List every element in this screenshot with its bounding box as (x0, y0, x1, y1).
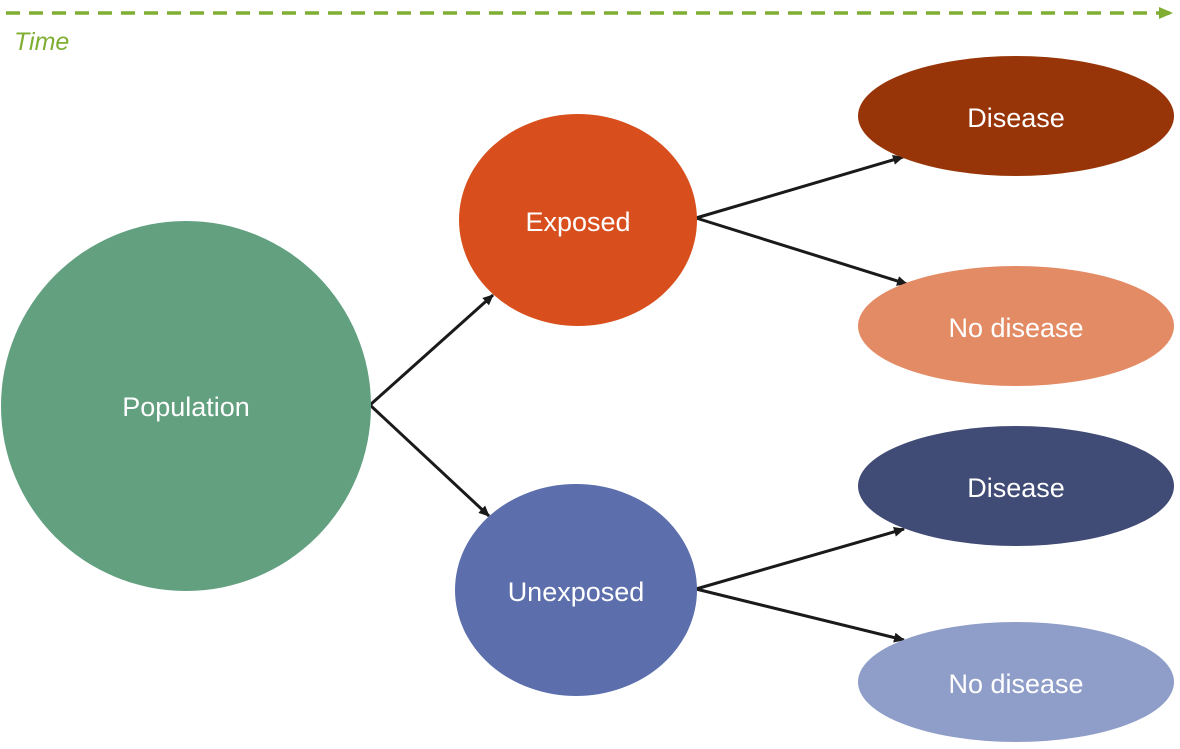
exposed-disease-label: Disease (967, 103, 1065, 133)
unexposed-label: Unexposed (508, 577, 645, 607)
time-axis: Time (6, 7, 1173, 56)
exposed-no-disease-label: No disease (948, 313, 1083, 343)
edge-population-exposed (369, 293, 494, 407)
exposed-circle (459, 114, 697, 326)
unexposed-no-disease-label: No disease (948, 669, 1083, 699)
edge-exposed-disease (695, 155, 904, 220)
node-population: Population (1, 221, 371, 591)
exposed-label: Exposed (525, 207, 630, 237)
unexposed-circle (455, 484, 697, 696)
node-exposed-no-disease: No disease (858, 266, 1174, 386)
unexposed-disease-label: Disease (967, 473, 1065, 503)
edge-unexposed-disease (695, 526, 905, 591)
edge-unexposed-no-disease (695, 587, 905, 643)
node-exposed: Exposed (459, 114, 697, 326)
exposed-no-disease-ellipse (858, 266, 1174, 386)
unexposed-disease-ellipse (858, 426, 1174, 546)
population-label: Population (122, 392, 250, 422)
node-exposed-disease: Disease (858, 56, 1174, 176)
time-label: Time (14, 28, 69, 56)
unexposed-no-disease-ellipse (858, 622, 1174, 742)
edge-exposed-no-disease (695, 216, 908, 286)
population-circle (1, 221, 371, 591)
node-unexposed: Unexposed (455, 484, 697, 696)
edges (368, 155, 908, 643)
exposed-disease-ellipse (858, 56, 1174, 176)
node-unexposed-no-disease: No disease (858, 622, 1174, 742)
edge-population-unexposed (368, 403, 491, 518)
node-unexposed-disease: Disease (858, 426, 1174, 546)
